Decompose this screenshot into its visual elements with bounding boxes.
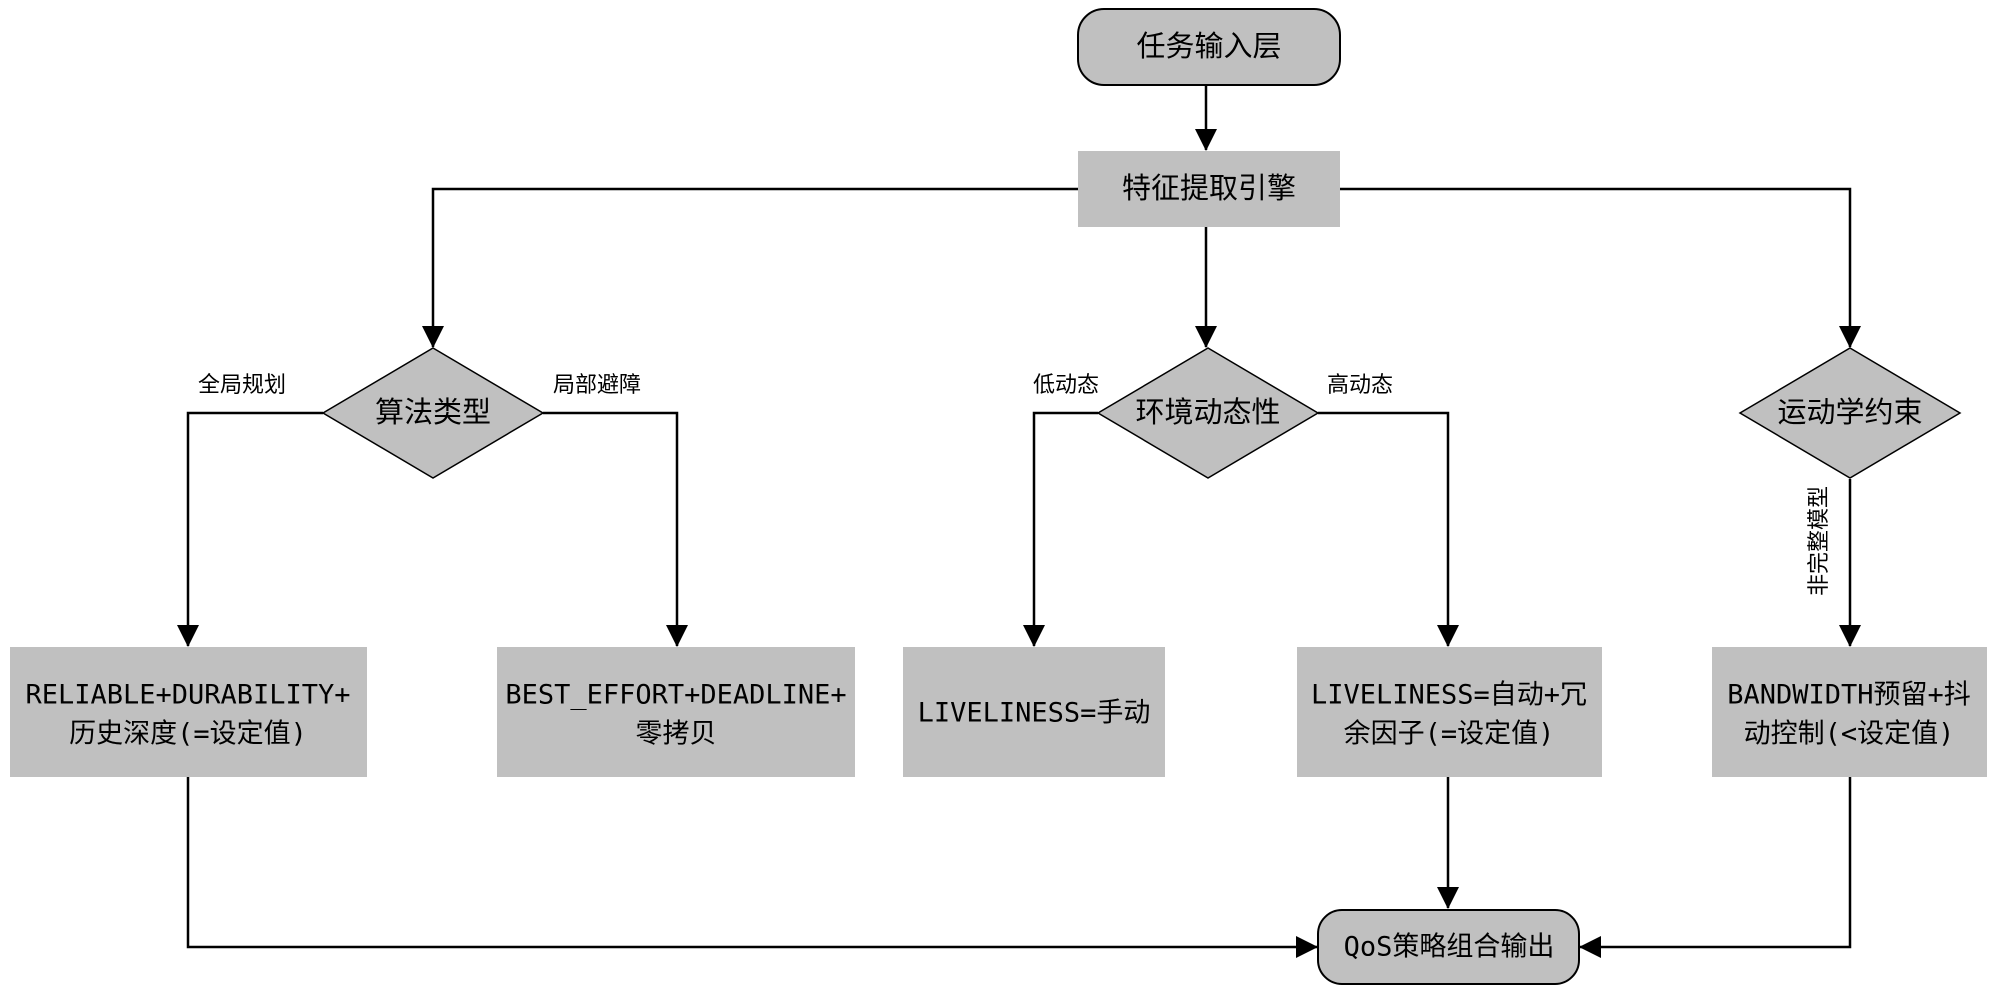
edge-engine-to-algo <box>422 187 1078 348</box>
node-reliable-line1: RELIABLE+DURABILITY+ <box>25 680 350 711</box>
node-bandwidth-line2: 动控制(<设定值) <box>1744 719 1955 750</box>
decision-algo-type: 算法类型 <box>321 347 545 479</box>
edge-label-nonholonomic: 非完整模型 <box>1807 486 1832 596</box>
edge-label-low-dynamic: 低动态 <box>1033 373 1099 398</box>
node-feature-engine: 特征提取引擎 <box>1078 151 1340 227</box>
decision-env-dynamics-label: 环境动态性 <box>1135 395 1280 429</box>
edge-algo-to-reliable <box>177 411 323 647</box>
node-qos-output: QoS策略组合输出 <box>1317 909 1580 985</box>
node-bandwidth-line1: BANDWIDTH预留+抖 <box>1727 680 1971 711</box>
node-besteffort-line1: BEST_EFFORT+DEADLINE+ <box>505 680 846 711</box>
decision-env-dynamics: 环境动态性 <box>1096 347 1320 479</box>
connectors <box>177 86 1861 958</box>
node-bandwidth: BANDWIDTH预留+抖 动控制(<设定值) <box>1712 647 1987 777</box>
node-best-effort-deadline: BEST_EFFORT+DEADLINE+ 零拷贝 <box>497 647 855 777</box>
node-input-layer: 任务输入层 <box>1077 8 1341 86</box>
node-liveliness-auto: LIVELINESS=自动+冗 余因子(=设定值) <box>1297 647 1602 777</box>
decision-algo-type-label: 算法类型 <box>375 395 491 429</box>
node-liveliness-manual-label: LIVELINESS=手动 <box>918 698 1151 729</box>
node-input-layer-label: 任务输入层 <box>1136 29 1281 63</box>
node-besteffort-line2: 零拷贝 <box>636 719 717 750</box>
edge-label-global-planning: 全局规划 <box>198 373 286 398</box>
edge-env-to-manual <box>1023 411 1098 647</box>
edge-label-high-dynamic: 高动态 <box>1327 373 1393 398</box>
node-liveliness-auto-line1: LIVELINESS=自动+冗 <box>1311 680 1587 711</box>
edge-algo-to-besteffort <box>543 411 688 647</box>
node-reliable-line2: 历史深度(=设定值) <box>69 719 307 750</box>
edge-bandwidth-to-output <box>1579 777 1852 958</box>
edge-env-to-auto <box>1318 411 1459 647</box>
decision-kinematics: 运动学约束 <box>1738 347 1962 479</box>
node-feature-engine-label: 特征提取引擎 <box>1122 171 1296 205</box>
edge-engine-to-kinematics <box>1340 187 1861 348</box>
edge-label-local-avoidance: 局部避障 <box>553 373 641 398</box>
node-qos-output-label: QoS策略组合输出 <box>1344 932 1555 963</box>
edge-reliable-to-output <box>186 777 1318 958</box>
node-liveliness-auto-line2: 余因子(=设定值) <box>1344 719 1555 750</box>
decision-kinematics-label: 运动学约束 <box>1777 395 1922 429</box>
node-liveliness-manual: LIVELINESS=手动 <box>903 647 1165 777</box>
node-reliable-durability: RELIABLE+DURABILITY+ 历史深度(=设定值) <box>10 647 367 777</box>
